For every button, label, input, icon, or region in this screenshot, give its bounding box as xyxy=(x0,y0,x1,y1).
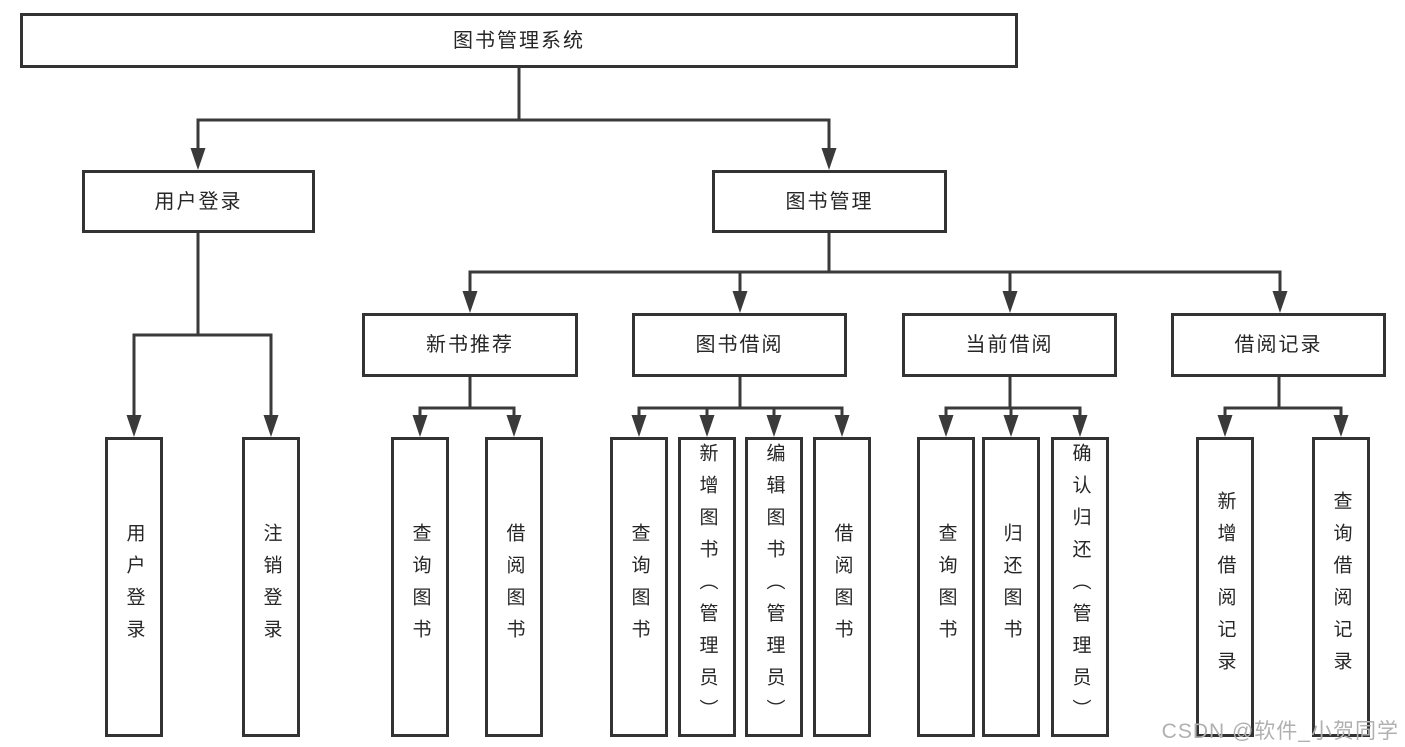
node-label: 查询借阅记录 xyxy=(1330,491,1352,683)
node-user-login-module: 用户登录 xyxy=(82,170,315,233)
node-leaf-add-borrow-record: 新增借阅记录 xyxy=(1196,437,1254,737)
node-library-management-system: 图书管理系统 xyxy=(20,13,1018,68)
node-label: 借阅图书 xyxy=(503,523,525,651)
node-label: 新书推荐 xyxy=(426,334,514,356)
node-label: 查询图书 xyxy=(628,523,650,651)
node-label: 借阅图书 xyxy=(831,523,853,651)
node-book-management-module: 图书管理 xyxy=(712,170,947,233)
node-label: 新增图书（管理员） xyxy=(696,443,718,731)
node-label: 图书管理系统 xyxy=(453,29,585,52)
node-label: 归还图书 xyxy=(1000,523,1022,651)
node-leaf-query-books-3: 查询图书 xyxy=(917,437,975,737)
node-leaf-add-books-admin: 新增图书（管理员） xyxy=(678,437,736,737)
node-label: 查询图书 xyxy=(935,523,957,651)
node-borrowing-records: 借阅记录 xyxy=(1171,313,1386,377)
node-leaf-edit-books-admin: 编辑图书（管理员） xyxy=(745,437,803,737)
node-leaf-borrow-books-2: 借阅图书 xyxy=(813,437,871,737)
node-current-borrowing: 当前借阅 xyxy=(902,313,1117,377)
node-leaf-query-borrow-record: 查询借阅记录 xyxy=(1312,437,1370,737)
node-label: 新增借阅记录 xyxy=(1214,491,1236,683)
node-leaf-return-books: 归还图书 xyxy=(982,437,1040,737)
csdn-watermark: CSDN @软件_小贺同学 xyxy=(1161,720,1399,743)
node-label: 确认归还（管理员） xyxy=(1069,443,1091,731)
node-label: 图书借阅 xyxy=(695,334,784,356)
node-leaf-logout: 注销登录 xyxy=(242,437,300,737)
node-leaf-query-books-1: 查询图书 xyxy=(391,437,449,737)
node-label: 用户登录 xyxy=(154,190,243,213)
node-label: 编辑图书（管理员） xyxy=(763,443,785,731)
node-label: 注销登录 xyxy=(260,523,282,651)
node-new-book-recommendation: 新书推荐 xyxy=(362,313,578,377)
node-label: 用户登录 xyxy=(123,523,145,651)
node-leaf-borrow-books-1: 借阅图书 xyxy=(485,437,543,737)
node-book-borrowing: 图书借阅 xyxy=(632,313,847,377)
node-label: 图书管理 xyxy=(785,190,874,213)
node-label: 借阅记录 xyxy=(1234,334,1323,356)
node-leaf-user-login: 用户登录 xyxy=(105,437,163,737)
node-label: 当前借阅 xyxy=(965,334,1054,356)
node-label: 查询图书 xyxy=(409,523,431,651)
node-leaf-query-books-2: 查询图书 xyxy=(610,437,668,737)
node-leaf-confirm-return-admin: 确认归还（管理员） xyxy=(1051,437,1109,737)
